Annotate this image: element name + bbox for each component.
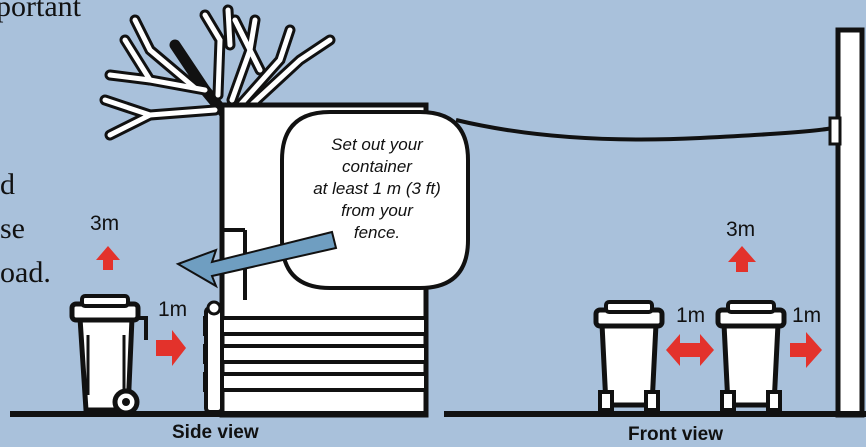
side-overhead-label: 3m: [90, 212, 120, 235]
front-overhead-arrow: [728, 246, 756, 272]
utility-wire: [455, 118, 839, 142]
intro-fragment-4: oad.: [0, 256, 51, 289]
intro-fragment-3: se: [0, 212, 25, 245]
front-overhead-label: 3m: [726, 218, 756, 241]
side-overhead-arrow: [96, 246, 120, 270]
callout-arrow: [175, 230, 338, 289]
intro-fragment-1: portant: [0, 0, 81, 23]
side-fence-arrow: [156, 330, 186, 366]
front-bin-right: [715, 300, 787, 412]
side-bin: [69, 294, 148, 416]
intro-fragment-2: d: [0, 168, 15, 201]
front-bin-left: [593, 300, 665, 412]
callout-line: fence.: [353, 223, 401, 242]
utility-pole: [835, 27, 865, 418]
front-between-arrow: [666, 334, 714, 366]
front-view-caption: Front view: [628, 424, 724, 445]
fence: [203, 300, 428, 414]
callout-line: Set out your: [331, 135, 423, 154]
front-side-arrow: [790, 332, 822, 368]
callout-line: at least 1 m (3 ft): [313, 179, 441, 198]
callout-line: from your: [341, 201, 413, 220]
callout-text: Set out your container at least 1 m (3 f…: [294, 134, 460, 244]
front-side-label: 1m: [792, 304, 822, 327]
front-between-label: 1m: [676, 304, 706, 327]
callout-line: container: [342, 157, 412, 176]
side-fence-label: 1m: [158, 298, 188, 321]
side-view-caption: Side view: [172, 422, 259, 443]
